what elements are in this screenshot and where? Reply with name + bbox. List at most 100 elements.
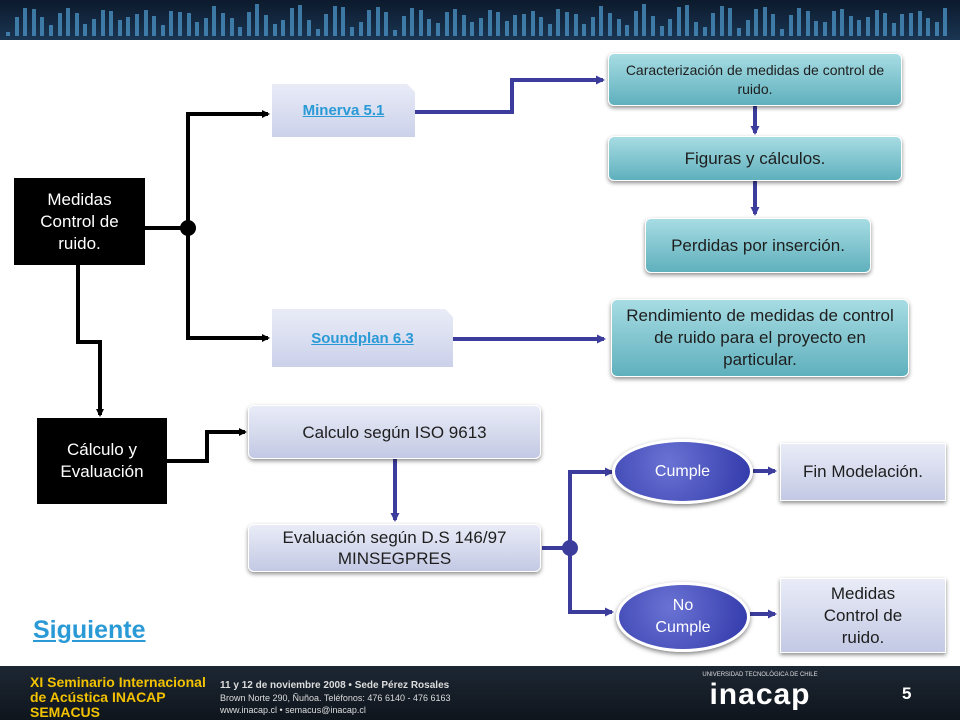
banner-eq-bar xyxy=(943,8,948,36)
banner-eq-bar xyxy=(367,9,372,36)
banner-eq-bar xyxy=(616,19,621,36)
node-soundplan[interactable]: Soundplan 6.3 xyxy=(272,309,453,367)
banner-eq-bar xyxy=(539,17,544,36)
banner-eq-bar xyxy=(487,10,492,36)
logo-university-text: UNIVERSIDAD TECNOLÓGICA DE CHILE xyxy=(702,672,818,678)
banner-eq-bar xyxy=(513,15,518,36)
edge-calculo-to-iso xyxy=(167,428,247,463)
banner-eq-bar xyxy=(307,20,311,36)
minerva-link[interactable]: Minerva 5.1 xyxy=(302,102,385,119)
banner-eq-bar xyxy=(711,12,716,36)
banner-eq-bar xyxy=(504,21,509,36)
banner-eq-bar xyxy=(461,14,466,36)
edge-medidas-to-calculo xyxy=(76,265,104,417)
banner-eq-bar xyxy=(143,10,148,36)
banner-eq-bar xyxy=(479,17,483,36)
banner-eq-bar xyxy=(264,15,268,36)
banner-eq-bar xyxy=(436,23,440,36)
banner-eq-bar xyxy=(350,26,354,36)
soundplan-link[interactable]: Soundplan 6.3 xyxy=(311,329,414,347)
banner-eq-bar xyxy=(565,12,569,36)
footer-seminar-info: 11 y 12 de noviembre 2008 • Sede Pérez R… xyxy=(220,680,451,716)
banner-eq-bar xyxy=(92,18,96,36)
page-number: 5 xyxy=(902,684,912,703)
banner-eq-bar xyxy=(315,28,320,36)
banner-eq-bar xyxy=(186,13,191,36)
edge-junction-to-soundplan xyxy=(186,228,270,342)
banner-eq-bar xyxy=(754,9,759,36)
footer-seminar-details: 11 y 12 de noviembre 2008 • Sede Pérez R… xyxy=(220,680,450,691)
banner-eq-bar xyxy=(40,17,45,36)
banner-eq-bar xyxy=(737,28,741,36)
banner-eq-bar xyxy=(298,4,303,36)
siguiente-link[interactable]: Siguiente xyxy=(33,616,146,644)
banner-eq-bar xyxy=(195,21,200,36)
banner-eq-bar xyxy=(797,8,802,36)
banner-eq-bar xyxy=(642,4,647,36)
banner-eq-bar xyxy=(625,25,630,36)
banner-eq-bar xyxy=(74,13,79,36)
node-calculo-evaluacion: Cálculo y Evaluación xyxy=(37,418,167,504)
banner-eq-bar xyxy=(453,8,458,36)
node-fin-modelacion: Fin Modelación. xyxy=(780,443,946,501)
banner-eq-bar xyxy=(556,9,561,36)
banner-eq-bar xyxy=(780,28,784,36)
banner-eq-bar xyxy=(582,23,587,36)
banner-eq-bar xyxy=(934,22,939,36)
banner-eq-bar xyxy=(358,21,363,36)
banner-eq-bar xyxy=(702,27,707,36)
banner-eq-bar xyxy=(14,17,19,36)
banner-eq-bar xyxy=(496,11,501,36)
banner-eq-bar xyxy=(590,16,595,36)
footer-address: Brown Norte 290, Ñuñoa. Teléfonos: 476 6… xyxy=(220,693,451,703)
node-perdidas: Perdidas por inserción. xyxy=(645,218,871,273)
banner-eq-bar xyxy=(126,16,131,36)
banner-eq-bar xyxy=(814,20,819,36)
node-calculo-iso: Calculo según ISO 9613 xyxy=(248,405,541,459)
banner-eq-bar xyxy=(66,8,71,36)
banner-eq-bar xyxy=(900,13,905,36)
banner-eq-bar xyxy=(410,8,415,36)
top-banner xyxy=(0,0,960,40)
banner-eq-bar xyxy=(530,10,535,36)
logo-brand-text: inacap xyxy=(709,678,811,711)
banner-eq-bar xyxy=(788,14,793,36)
banner-eq-bar xyxy=(771,13,776,36)
node-medidas-control: Medidas Control de ruido. xyxy=(14,178,145,265)
banner-eq-bar xyxy=(427,18,432,36)
banner-eq-bar xyxy=(289,8,294,36)
banner-eq-bar xyxy=(805,10,810,36)
banner-eq-bar xyxy=(384,12,389,36)
banner-eq-bar xyxy=(651,16,655,36)
node-minerva[interactable]: Minerva 5.1 xyxy=(272,84,415,137)
node-medidas-control-2: Medidas Control de ruido. xyxy=(780,578,946,653)
footer-seminar-title: XI Seminario Internacional de Acústica I… xyxy=(30,674,206,720)
banner-eq-bar xyxy=(6,32,10,36)
banner-eq-bar xyxy=(332,6,337,36)
node-figuras: Figuras y cálculos. xyxy=(608,136,902,181)
banner-eq-bar xyxy=(857,20,862,36)
node-evaluacion-ds: Evaluación según D.S 146/97 MINSEGPRES xyxy=(248,524,541,572)
banner-eq-bar xyxy=(470,22,475,36)
banner-eq-bar xyxy=(221,12,225,36)
banner-eq-bar xyxy=(272,24,277,36)
node-rendimiento: Rendimiento de medidas de control de rui… xyxy=(611,299,909,377)
junction-dot xyxy=(180,220,196,236)
banner-eq-bar xyxy=(676,7,681,36)
banner-eq-bar xyxy=(599,5,604,36)
banner-eq-bar xyxy=(917,11,922,36)
banner-eq-bar xyxy=(762,7,767,36)
banner-eq-bar xyxy=(401,15,406,36)
banner-eq-bar xyxy=(831,11,836,36)
node-caracterizacion: Caracterización de medidas de control de… xyxy=(608,53,902,106)
banner-eq-bar xyxy=(160,25,165,36)
banner-eq-bar xyxy=(255,4,260,36)
banner-eq-bar xyxy=(169,10,174,36)
banner-eq-bar xyxy=(891,22,896,36)
banner-eq-bar xyxy=(444,11,449,36)
banner-eq-bar xyxy=(229,17,234,36)
banner-eq-bar xyxy=(728,8,733,36)
banner-eq-bar xyxy=(608,12,612,36)
node-no-cumple: No Cumple xyxy=(616,582,750,652)
